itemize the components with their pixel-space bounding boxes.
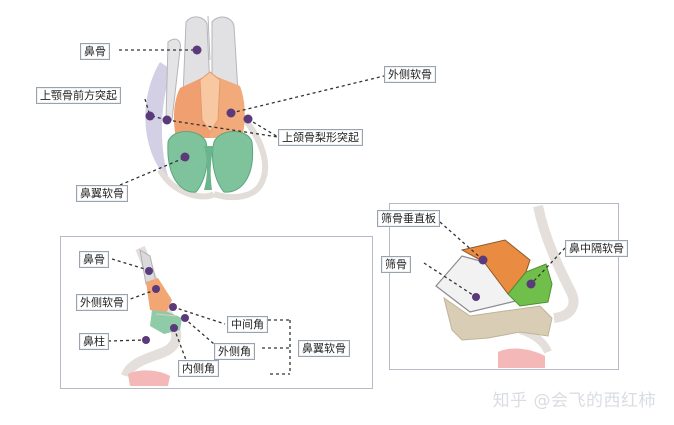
label-septal-cartilage: 鼻中隔软骨 (565, 240, 628, 257)
label-maxilla-frontal-process: 上颚骨前方突起 (36, 87, 121, 104)
septum-view-panel (389, 203, 619, 370)
label-intermediate-crus: 中间角 (227, 316, 268, 333)
side-view-panel (60, 236, 373, 389)
side-view-illustration (121, 245, 182, 386)
label-lateral-cartilage-front: 外侧软骨 (384, 66, 436, 83)
label-piriform-process: 上颌骨梨形突起 (278, 129, 363, 146)
label-nasal-bone-side: 鼻骨 (79, 251, 109, 268)
watermark: 知乎 @会飞的西红柿 (492, 391, 656, 411)
label-medial-crus: 内侧角 (178, 360, 219, 377)
label-lateral-cartilage-side: 外侧软骨 (76, 294, 128, 311)
front-view-illustration (145, 15, 269, 201)
label-alar-cartilage-side: 鼻翼软骨 (298, 340, 350, 357)
label-ethmoid-perpendicular-plate: 筛骨垂直板 (377, 210, 440, 227)
label-alar-cartilage-front: 鼻翼软骨 (76, 185, 128, 202)
label-nasal-bone-front: 鼻骨 (80, 43, 110, 60)
label-columella: 鼻柱 (79, 333, 109, 350)
label-lateral-crus: 外侧角 (214, 343, 255, 360)
label-ethmoid: 筛骨 (381, 256, 411, 273)
septum-view-illustration (435, 204, 579, 368)
